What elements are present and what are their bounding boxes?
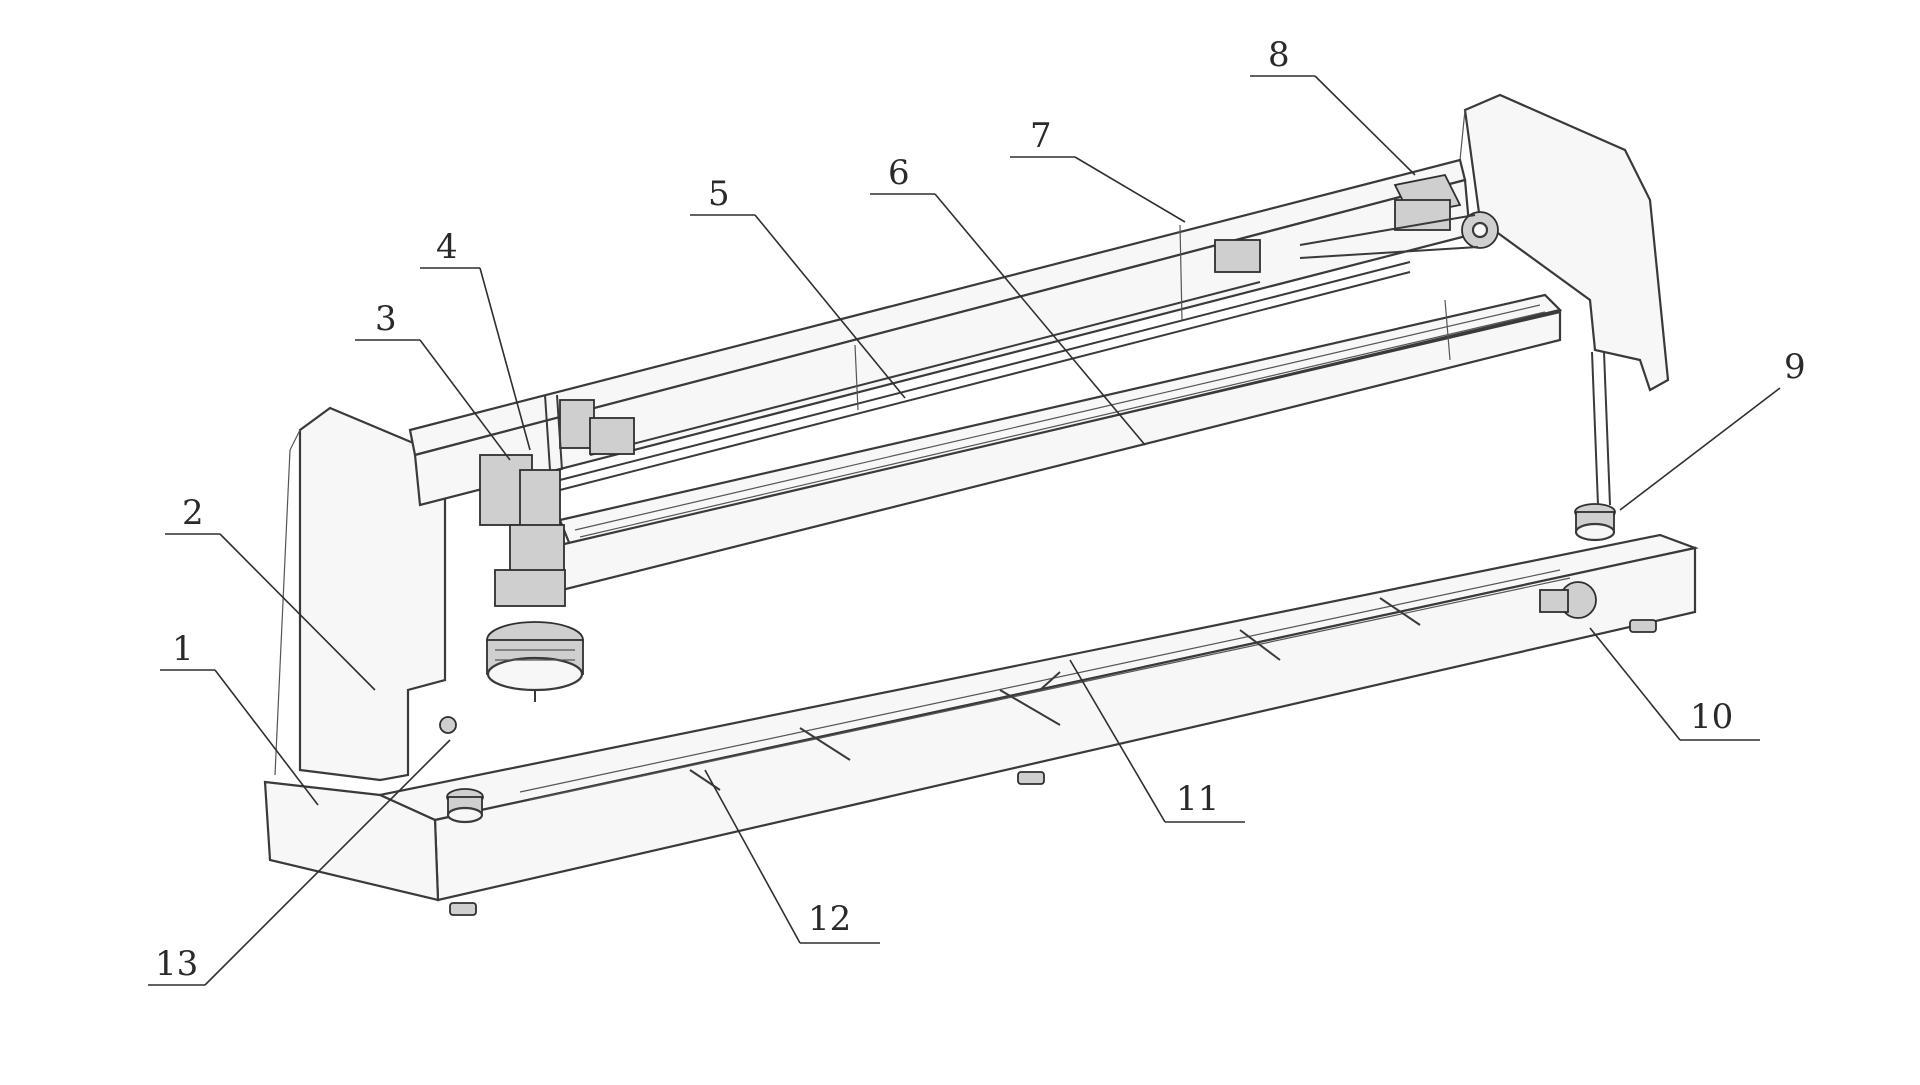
callout-labels: 1 2 3 4 5 6 7 8 9 10 11 12 13	[155, 35, 1806, 984]
callout-3: 3	[375, 299, 397, 339]
callout-2: 2	[182, 493, 204, 533]
motor-unit-right	[1214, 173, 1499, 273]
callout-13: 13	[155, 944, 198, 984]
leader-lines	[148, 75, 1781, 986]
callout-8: 8	[1268, 35, 1290, 75]
callout-11: 11	[1176, 779, 1219, 819]
callout-12: 12	[808, 899, 851, 939]
callout-5: 5	[708, 174, 730, 214]
gantry-frame	[408, 158, 1563, 592]
machine-base	[263, 503, 1699, 916]
callout-10: 10	[1690, 697, 1733, 737]
cutting-carriage	[479, 394, 635, 702]
right-end-plate	[1459, 93, 1670, 506]
callout-4: 4	[436, 227, 458, 267]
callout-6: 6	[888, 153, 910, 193]
callout-1: 1	[172, 629, 194, 669]
callout-9: 9	[1784, 347, 1806, 387]
left-end-plate	[274, 406, 457, 782]
callout-7: 7	[1030, 116, 1052, 156]
